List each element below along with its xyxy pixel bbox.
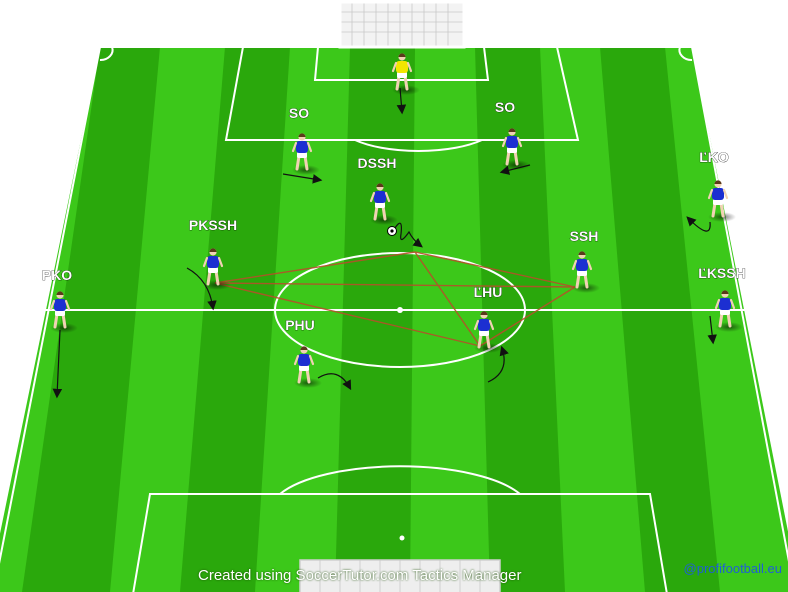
player-label-lkssh: ĽKSSH bbox=[698, 265, 745, 281]
player-label-dssh: DSSH bbox=[358, 155, 397, 171]
footer-text: Created using SoccerTutor.com Tactics Ma… bbox=[198, 567, 522, 584]
players: SO SO DSSH PKSSH SSH ĽKO ĽKSSH PKO PHU ĽHU bbox=[42, 53, 746, 388]
player-label-ssh: SSH bbox=[570, 228, 599, 244]
player-label-lhu: ĽHU bbox=[474, 284, 503, 300]
center-circle bbox=[274, 252, 526, 368]
player-label-so-right: SO bbox=[495, 99, 515, 115]
player-gk bbox=[391, 53, 420, 95]
player-pkssh: PKSSH bbox=[189, 217, 237, 290]
player-label-pkssh: PKSSH bbox=[189, 217, 237, 233]
goal-icon bbox=[338, 0, 466, 49]
bottom-penalty-box bbox=[132, 493, 668, 592]
center-spot bbox=[397, 307, 403, 313]
ball-icon bbox=[387, 226, 397, 236]
player-lkssh: ĽKSSH bbox=[698, 265, 746, 332]
penalty-spot bbox=[399, 535, 405, 541]
top-penalty-arc bbox=[354, 139, 483, 152]
player-label-phu: PHU bbox=[285, 317, 315, 333]
player-label-pko: PKO bbox=[42, 267, 72, 283]
player-label-lko: ĽKO bbox=[699, 149, 729, 165]
player-dssh: DSSH bbox=[357, 155, 398, 225]
player-phu: PHU bbox=[285, 317, 322, 388]
player-so-left: SO bbox=[289, 105, 320, 175]
player-pko: PKO bbox=[42, 267, 78, 333]
grass bbox=[0, 47, 788, 592]
player-lhu: ĽHU bbox=[473, 284, 503, 353]
player-lko: ĽKO bbox=[699, 149, 736, 222]
bottom-goal bbox=[299, 559, 501, 592]
player-label-so-left: SO bbox=[289, 105, 309, 121]
player-so-right: SO bbox=[495, 99, 530, 170]
player-ssh: SSH bbox=[569, 228, 600, 293]
credit-text: @profifootball.eu bbox=[683, 561, 782, 576]
bottom-penalty-arc bbox=[279, 465, 521, 495]
pass-lines bbox=[214, 251, 576, 347]
